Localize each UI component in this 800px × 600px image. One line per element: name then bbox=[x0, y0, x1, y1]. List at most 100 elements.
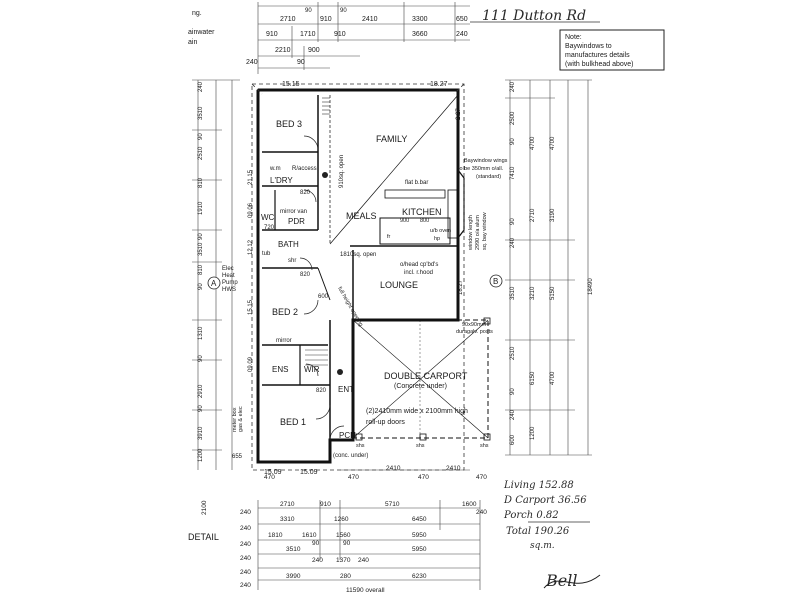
note-meter: meter box bbox=[232, 407, 238, 432]
area-living: Living 152.88 bbox=[503, 480, 574, 491]
dim-bot-overall: 11590 overall bbox=[346, 587, 385, 594]
dim-bot-lt-1: 240 bbox=[240, 525, 251, 532]
dim-right-3-0: 4700 bbox=[550, 136, 556, 150]
note-window-length-2: 2990 o/a alum bbox=[475, 215, 481, 250]
outer-wall bbox=[256, 88, 460, 464]
note-door-820-3: 820 bbox=[316, 388, 327, 394]
dim-left-1: 3510 bbox=[198, 106, 204, 120]
dim-bot-side: 2100 bbox=[201, 500, 208, 515]
dim-left-10: 1310 bbox=[198, 326, 204, 340]
note-posts-2: duragalv. posts bbox=[456, 329, 493, 335]
dim-bot-detail: DETAIL bbox=[188, 532, 219, 542]
room-wir: WIR bbox=[304, 365, 320, 374]
room-kitchen: KITCHEN bbox=[402, 207, 442, 217]
note-door-720: 720 bbox=[264, 225, 275, 231]
dim-top-1c: 2410 bbox=[362, 16, 378, 23]
dim-top-2e: 240 bbox=[456, 31, 468, 38]
note-gas-elec: gas & elec bbox=[238, 406, 244, 432]
dim-right-2-0: 4700 bbox=[530, 136, 536, 150]
room-meals: MEALS bbox=[346, 211, 377, 221]
dim-top-2a: 910 bbox=[266, 31, 278, 38]
area-summary: Living 152.88 D Carport 36.56 Porch 0.82… bbox=[503, 480, 590, 551]
room-tub: tub bbox=[262, 251, 271, 257]
dim-bot-0e: 470 bbox=[418, 474, 429, 481]
dim-right-overall: 18490 bbox=[588, 278, 594, 295]
dim-left-14: 3910 bbox=[198, 426, 204, 440]
note-door-600: 600 bbox=[318, 294, 329, 300]
room-labels: BED 3 FAMILY w.m R/access L'DRY WC PDR m… bbox=[261, 119, 468, 459]
dim-right-1-7: 2510 bbox=[510, 346, 516, 360]
dim-bot-1d: 1600 bbox=[462, 501, 477, 508]
note-door-820-1: 820 bbox=[300, 190, 311, 196]
dim-top-1b: 910 bbox=[320, 16, 332, 23]
dim-left-15: 1200 bbox=[198, 448, 204, 462]
room-ens: ENS bbox=[272, 365, 288, 374]
section-markers: A B bbox=[207, 172, 503, 375]
note-bay-wings: Baywindow wings bbox=[464, 158, 508, 164]
dim-right-3-3: 4700 bbox=[550, 371, 556, 385]
smoke-detector-1 bbox=[322, 172, 328, 178]
room-bath: BATH bbox=[278, 240, 299, 249]
dim-bot-0d: 470 bbox=[476, 474, 487, 481]
dim-right-1-0: 240 bbox=[510, 81, 516, 92]
dim-bot-1c: 5710 bbox=[385, 501, 400, 508]
wall-left-top: 21.15 bbox=[248, 169, 254, 185]
dim-left-3: 2510 bbox=[198, 146, 204, 160]
dim-top-4a: 240 bbox=[246, 59, 258, 66]
dim-top-2c: 910 bbox=[334, 31, 346, 38]
rainwater-label: ainwater bbox=[188, 29, 215, 36]
dim-right-3-1: 3190 bbox=[550, 208, 556, 222]
note-shs-1: shs bbox=[356, 443, 365, 449]
right-dimension-labels: 240 2500 90 7410 90 240 3510 2510 90 240… bbox=[510, 81, 594, 445]
note-elec: Elec bbox=[222, 266, 234, 272]
marker-a-circle bbox=[207, 276, 221, 290]
carport bbox=[352, 317, 491, 441]
dim-top-1a: 2710 bbox=[280, 16, 296, 23]
room-wc: WC bbox=[261, 213, 275, 222]
room-pdr: PDR bbox=[288, 217, 305, 226]
bottom-dimension-lines bbox=[257, 469, 481, 590]
dim-bot-2a: 3310 bbox=[280, 516, 295, 523]
dim-right-1-8: 90 bbox=[510, 388, 516, 395]
dim-bot-lt-3: 240 bbox=[240, 555, 251, 562]
room-racess: R/access bbox=[292, 166, 317, 172]
dim-left-0: 240 bbox=[198, 81, 204, 92]
note-hp: hp bbox=[434, 236, 440, 242]
note-box: Note: Baywindows to manufactures details… bbox=[559, 29, 665, 71]
area-total: Total 190.26 bbox=[506, 526, 570, 537]
note-posts: 90x90mm bbox=[462, 322, 487, 328]
room-shr: shr bbox=[288, 258, 296, 264]
note-line-2: manufactures details bbox=[565, 52, 630, 59]
note-window-length: window length bbox=[468, 215, 474, 251]
dim-left-12: 2910 bbox=[198, 384, 204, 398]
dim-bot-2d: 240 bbox=[476, 509, 487, 516]
left-dimension-labels: 240 3510 90 2510 810 1910 90 3510 810 90… bbox=[198, 81, 243, 462]
dim-right-2-2: 3210 bbox=[530, 286, 536, 300]
dim-left-6: 90 bbox=[198, 233, 204, 240]
room-ent: ENT bbox=[338, 385, 354, 394]
dim-bot-4c: 90 bbox=[343, 540, 351, 547]
dim-left-9: 90 bbox=[198, 283, 204, 290]
note-shs-2: shs bbox=[416, 443, 425, 449]
room-bed3: BED 3 bbox=[276, 119, 302, 129]
dim-left-8: 810 bbox=[198, 264, 204, 275]
signature-stroke bbox=[543, 574, 601, 589]
note-ohead: o/head cp'bd's bbox=[400, 262, 438, 268]
door-swings bbox=[299, 135, 345, 441]
room-mirror-van: mirror van bbox=[280, 209, 307, 215]
note-k800: 800 bbox=[420, 218, 429, 224]
area-carport: D Carport 36.56 bbox=[503, 495, 587, 506]
note-heat: Heat bbox=[222, 273, 235, 279]
dim-top-2d: 3660 bbox=[412, 31, 428, 38]
wall-top-left: 15.15 bbox=[282, 81, 300, 88]
dim-bot-lt-2: 240 bbox=[240, 541, 251, 548]
wall-right-top: 2.27 bbox=[456, 108, 462, 120]
dim-bot-1a: 2710 bbox=[280, 501, 295, 508]
room-bed1: BED 1 bbox=[280, 417, 306, 427]
dim-left-7: 3510 bbox=[198, 242, 204, 256]
wall-left-mid3: 15.15 bbox=[248, 299, 254, 315]
dim-bot-3a: 1810 bbox=[268, 532, 283, 539]
room-wm: w.m bbox=[269, 166, 281, 172]
dim-right-1-10: 600 bbox=[510, 434, 516, 445]
